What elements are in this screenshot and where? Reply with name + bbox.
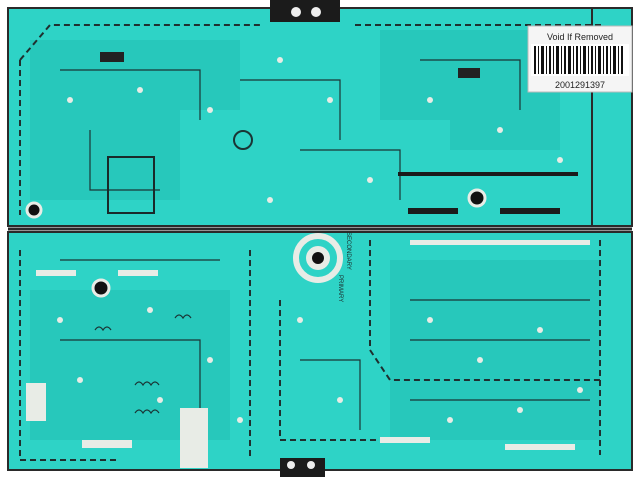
- pour-region: [30, 290, 230, 440]
- small-ring: [233, 130, 253, 150]
- heatsink-bar: [398, 172, 578, 176]
- mounting-hole: [25, 201, 43, 219]
- smd-ic: [100, 52, 124, 62]
- traces: [60, 59, 590, 430]
- ic-footprint: [107, 156, 155, 214]
- solder-pads: [26, 240, 590, 468]
- bottom-connector-pin: [307, 461, 315, 469]
- bottom-connector: [280, 458, 325, 477]
- smd-ic: [458, 68, 480, 78]
- bottom-connector-pin: [287, 461, 295, 469]
- isolation-boundaries: [19, 24, 601, 461]
- heatsink-bar: [408, 208, 458, 214]
- coil-marks: [94, 314, 192, 415]
- top-connector-pin: [311, 7, 321, 17]
- transformer-ring: [293, 233, 343, 283]
- top-connector: [270, 0, 340, 22]
- barcode: [534, 46, 623, 74]
- top-connector-pin: [291, 7, 301, 17]
- mounting-hole: [467, 188, 487, 208]
- heatsink-bar: [500, 208, 560, 214]
- label-secondary: SECONDARY: [345, 232, 351, 270]
- label-primary: PRIMARY: [337, 275, 343, 302]
- sticker-void-label: Void If Removed: [547, 32, 613, 42]
- mounting-hole: [91, 278, 111, 298]
- sticker-serial: 2001291397: [555, 80, 605, 90]
- pour-region: [30, 40, 240, 200]
- void-sticker: Void If Removed 2001291397: [527, 25, 633, 93]
- vias: [57, 57, 583, 423]
- pour-region: [390, 260, 600, 440]
- transformer-hole: [312, 252, 324, 264]
